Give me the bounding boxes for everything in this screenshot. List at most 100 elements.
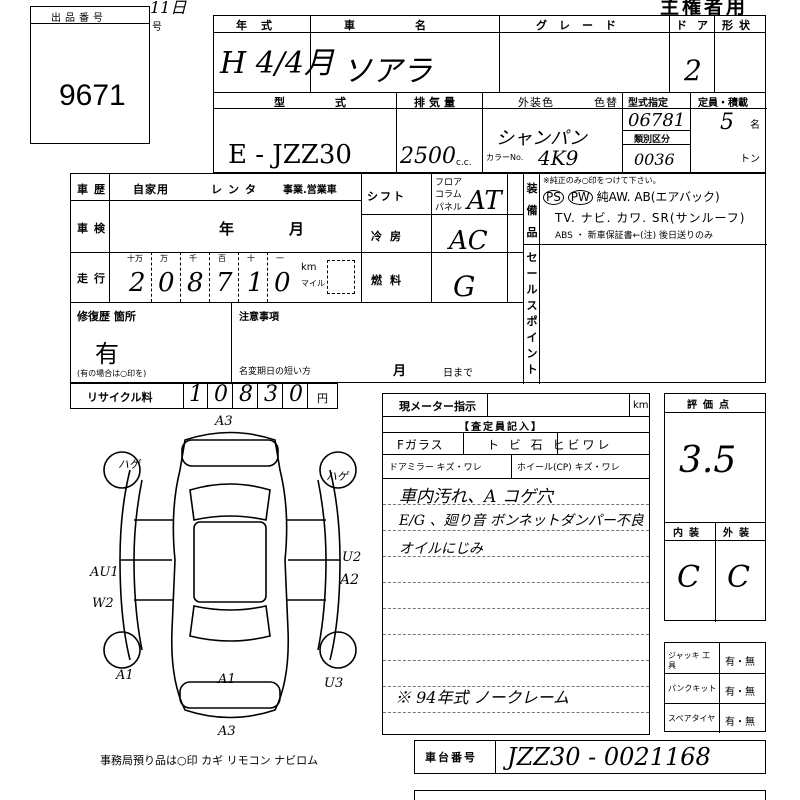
- equipment-row-2: TV. ナビ. カワ. SR(サンルーフ): [555, 211, 746, 225]
- mark-a3-top: A3: [215, 414, 233, 429]
- shift-option-panel: パネル: [435, 203, 463, 213]
- repair-label: 修復歴 箇所: [77, 310, 136, 323]
- meter-label: 現メーター指示: [399, 400, 476, 413]
- history-option-business: 事業.営業車: [283, 185, 337, 196]
- name-label: 車名: [344, 19, 486, 32]
- equip-ps: PS: [543, 190, 564, 205]
- mark-a2: A2: [340, 572, 360, 588]
- meter-note-1: 車内汚れ、A コゲ穴: [399, 487, 553, 507]
- capacity-label: 定員・積載: [698, 98, 748, 109]
- car-diagram: [103, 431, 357, 719]
- color-change-label: 色替: [594, 96, 618, 109]
- glass-label: Fガラス: [397, 438, 444, 452]
- shift-label: シフト: [367, 190, 406, 203]
- repair-note: (有の場合は○印を): [77, 369, 147, 378]
- chassis-box: 車台番号 JZZ30 - 0021168: [414, 740, 766, 774]
- fuel-label: 燃料: [371, 274, 409, 287]
- displacement-label: 排気量: [414, 96, 459, 109]
- tools-puncture-label: パンクキット: [668, 684, 717, 693]
- mark-a1-left: A1: [116, 668, 134, 683]
- lot-number-box: 出品番号 9671: [30, 6, 150, 144]
- wheel-front-right: [319, 451, 357, 489]
- equipment-label: 装備品: [526, 182, 538, 239]
- top-stamp: 11日: [150, 0, 187, 17]
- tools-spare-option: 有・無: [725, 717, 755, 728]
- mileage-digit-4: 7: [216, 268, 233, 298]
- meter-unit: km: [633, 400, 649, 411]
- mirror-label: ドアミラー キズ・ワレ: [389, 463, 482, 473]
- vehicle-grid: 年式 H 4/4月 車名 ソアラ グレード ドア 2 形状 型式 E - JZZ…: [213, 15, 767, 174]
- car-rear-bumper: [179, 681, 281, 709]
- color-no-label: カラーNo.: [486, 153, 524, 162]
- ac-label: 冷房: [371, 230, 409, 243]
- digit-header-10k: 万: [160, 254, 168, 263]
- car-body-outline: [170, 431, 290, 719]
- wheel-front-left: [103, 451, 141, 489]
- capacity-value: 5: [720, 110, 734, 135]
- meter-note-2: E/G 、廻り音 ボンネットダンパー不良: [399, 513, 644, 529]
- mark-hage-right: ハゲ: [326, 470, 348, 483]
- equipment-row-3: ABS ・ 新車保証書←(注) 後日送りのみ: [555, 231, 714, 241]
- km-unit: km: [301, 262, 317, 273]
- mileage-digit-6: 0: [274, 268, 291, 298]
- recycle-box: リサイクル料 1 0 8 3 0 円: [70, 382, 338, 409]
- category-label: 類別区分: [634, 135, 671, 145]
- glass-options: ト ビ 石 ヒビワレ: [487, 438, 613, 452]
- load-unit: トン: [740, 154, 760, 165]
- mileage-unit-check: [327, 260, 355, 294]
- history-label: 車歴: [77, 183, 111, 196]
- meter-bottom-note: ※ 94年式 ノークレーム: [395, 688, 570, 707]
- name-change-label: 名変期日の短い方: [239, 367, 312, 377]
- digit-header-1k: 千: [189, 254, 197, 263]
- shift-option-floor: フロア: [435, 178, 463, 188]
- score-label: 評価点: [687, 400, 735, 411]
- exterior-value: C: [727, 560, 750, 595]
- wheel-rear-left: [103, 631, 141, 669]
- mileage-label: 走行: [77, 272, 111, 285]
- car-left-side-inner: [133, 479, 143, 651]
- meter-box: 現メーター指示 km 【査定員記入】 Fガラス ト ビ 石 ヒビワレ ドアミラー…: [382, 393, 650, 735]
- equip-aw: 純AW.: [596, 190, 631, 204]
- type-designation-value: 06781: [628, 110, 686, 131]
- exterior-label: 外装色: [518, 96, 554, 109]
- mark-a3-bottom: A3: [218, 724, 236, 739]
- wheel-rear-right: [319, 631, 357, 669]
- repair-value: 有: [95, 340, 119, 368]
- recycle-label: リサイクル料: [87, 391, 153, 404]
- bottom-partial-box: [414, 790, 766, 800]
- shift-value: AT: [467, 186, 502, 216]
- recycle-digit-3: 8: [239, 382, 253, 407]
- car-roof: [193, 521, 267, 603]
- history-option-private: 自家用: [133, 183, 169, 196]
- equip-ab: AB(エアバック): [634, 190, 720, 204]
- chassis-value: JZZ30 - 0021168: [507, 743, 711, 771]
- inspection-year-unit: 年: [219, 220, 236, 238]
- score-box: 評価点 3.5 内装 外装 C C: [664, 393, 766, 622]
- name-change-day: 日まで: [443, 368, 473, 379]
- exterior-label: 外装: [723, 528, 755, 539]
- history-option-rental: レンタ: [211, 183, 262, 196]
- mile-unit: マイル: [301, 279, 325, 288]
- inspector-label: 【査定員記入】: [459, 422, 543, 433]
- exterior-value: シャンパン: [496, 128, 587, 149]
- body-label: 形状: [722, 19, 756, 32]
- tools-jack-option: 有・無: [725, 657, 755, 668]
- mileage-digit-3: 8: [187, 268, 204, 298]
- mileage-digit-2: 0: [158, 268, 175, 298]
- doors-label: ドア: [676, 19, 718, 32]
- mark-w2: W2: [92, 596, 114, 611]
- tools-jack-label: ジャッキ 工具: [668, 651, 711, 670]
- lot-number: 9671: [59, 79, 126, 112]
- digit-header-100k: 十万: [127, 254, 143, 263]
- name-change-month: 月: [393, 364, 408, 379]
- color-no-value: 4K9: [538, 146, 579, 170]
- cc-unit: c.c.: [456, 158, 472, 168]
- ac-value: AC: [449, 226, 488, 256]
- name-value: ソアラ: [342, 54, 432, 89]
- mark-a1-center: A1: [218, 672, 236, 687]
- chassis-label: 車台番号: [425, 751, 477, 764]
- car-windshield: [189, 483, 271, 521]
- meter-note-3: オイルにじみ: [399, 541, 483, 557]
- fuel-value: G: [453, 270, 476, 303]
- displacement-value: 2500: [400, 144, 456, 169]
